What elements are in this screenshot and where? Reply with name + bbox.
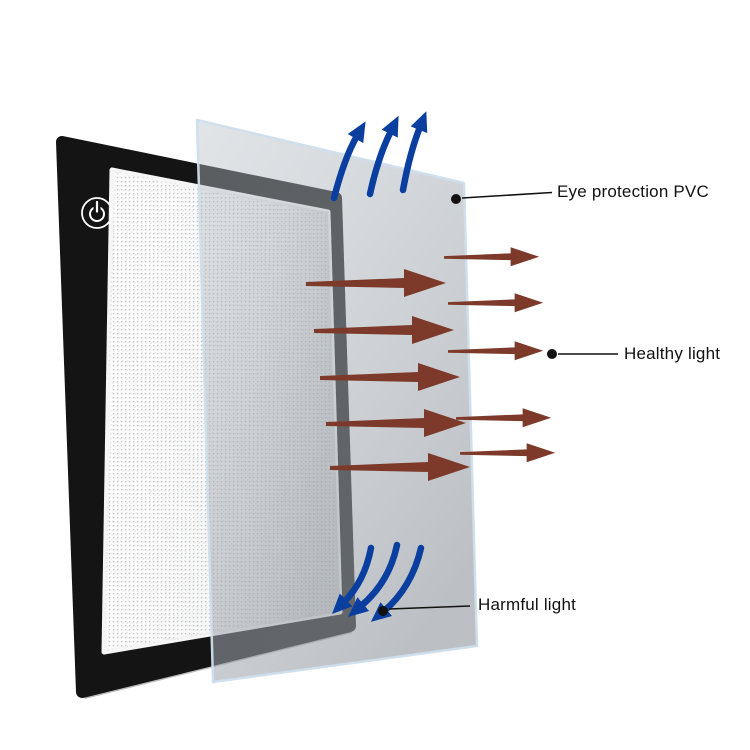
dot-marker-icon (451, 194, 461, 204)
dot-marker-icon (547, 349, 557, 359)
curved-arrow-down-icon (348, 541, 401, 617)
label-harmful-light: Harmful light (478, 595, 577, 614)
dot-marker-icon (378, 606, 388, 616)
label-healthy-light: Healthy light (624, 344, 721, 363)
leader-line-eye-protection (461, 191, 553, 199)
curved-arrow-up-icon (330, 121, 366, 202)
curved-arrow-down-icon (331, 544, 375, 615)
deflected-light-arrows-top (330, 111, 428, 202)
label-eye-protection-pvc: Eye protection PVC (557, 182, 709, 201)
harmful-light-arrows-bottom (331, 541, 425, 622)
curved-arrow-up-icon (399, 111, 428, 194)
callout-markers (378, 191, 618, 616)
power-icon (81, 197, 113, 229)
arrow-right-icon (460, 443, 556, 463)
pvc-sheet (195, 118, 479, 684)
curved-arrow-up-icon (366, 115, 399, 198)
curved-arrow-down-icon (370, 544, 425, 622)
leader-line-harmful-light (388, 605, 471, 610)
